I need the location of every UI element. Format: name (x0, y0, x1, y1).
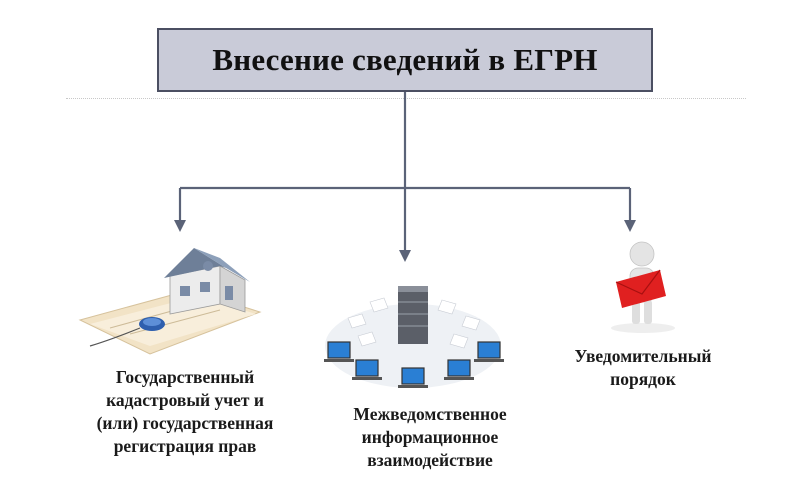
node-label-interagency: Межведомственное информационное взаимоде… (353, 404, 507, 470)
node-label-notification: Уведомительный порядок (574, 346, 712, 389)
node-label-cadastral: Государственный кадастровый учет и (или)… (96, 367, 274, 456)
server-network-icon (324, 286, 504, 388)
diagram-title: Внесение сведений в ЕГРН (212, 42, 598, 77)
title-box: Внесение сведений в ЕГРН (157, 28, 653, 92)
house-with-documents-icon (78, 248, 262, 355)
arrow-head-left (174, 220, 186, 232)
arrow-head-right (624, 220, 636, 232)
person-with-envelope-icon (611, 241, 675, 333)
arrow-head-middle (399, 250, 411, 262)
